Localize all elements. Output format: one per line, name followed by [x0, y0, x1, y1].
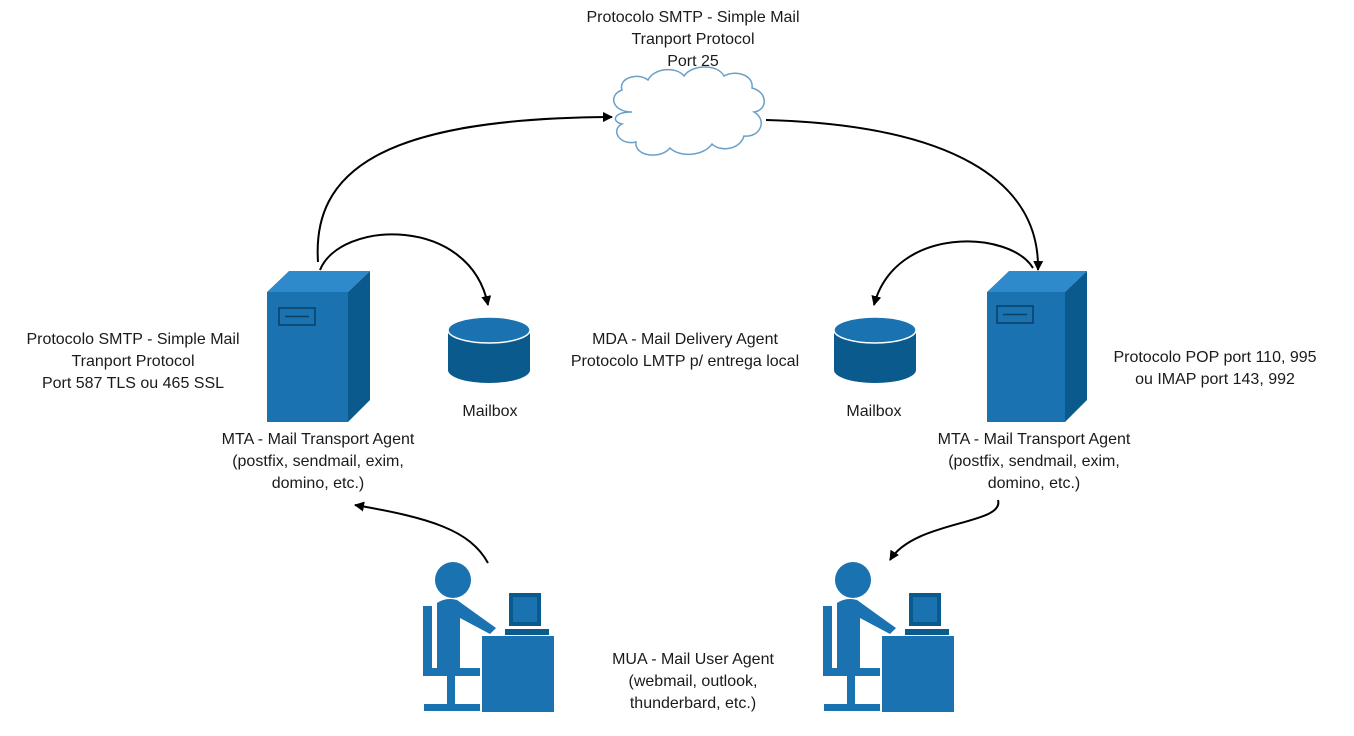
arrow-mta-to-mailbox-right — [871, 240, 1034, 306]
label-line: domino, etc.) — [987, 475, 1081, 492]
mta-label-left: MTA - Mail Transport Agent (postfix, sen… — [178, 429, 458, 495]
label-line: ou IMAP port 143, 992 — [1135, 371, 1295, 388]
label-line: thunderbard, etc.) — [629, 695, 757, 712]
smtp-cloud-label: Protocolo SMTP - Simple Mail Tranport Pr… — [543, 7, 843, 73]
mda-label: MDA - Mail Delivery Agent Protocolo LMTP… — [540, 329, 830, 373]
label-line: MTA - Mail Transport Agent — [937, 431, 1131, 448]
database-icon — [447, 316, 531, 383]
mailbox-label-right: Mailbox — [824, 401, 924, 423]
arrow-mua-to-mta — [354, 501, 489, 564]
label-line: MTA - Mail Transport Agent — [221, 431, 415, 448]
mailbox-label-left: Mailbox — [440, 401, 540, 423]
pop-imap-label: Protocolo POP port 110, 995 ou IMAP port… — [1090, 347, 1340, 391]
arrow-mta-to-mailbox-left — [319, 233, 492, 306]
label-line: Protocolo SMTP - Simple Mail — [26, 331, 240, 348]
server-icon — [267, 271, 370, 422]
label-line: MDA - Mail Delivery Agent — [592, 331, 778, 348]
mta-label-right: MTA - Mail Transport Agent (postfix, sen… — [894, 429, 1174, 495]
label-line: Tranport Protocol — [71, 353, 195, 370]
label-line: Port 25 — [667, 53, 719, 70]
label-line: Tranport Protocol — [631, 31, 755, 48]
server-icon — [987, 271, 1087, 422]
label-line: domino, etc.) — [271, 475, 365, 492]
label-line: Protocolo POP port 110, 995 — [1113, 349, 1317, 366]
mua-label: MUA - Mail User Agent (webmail, outlook,… — [563, 649, 823, 715]
user-at-computer-icon — [823, 562, 954, 712]
arrow-mta-to-mua — [889, 499, 1000, 561]
label-line: Port 587 TLS ou 465 SSL — [41, 375, 225, 392]
smtp-submission-label: Protocolo SMTP - Simple Mail Tranport Pr… — [3, 329, 263, 395]
arrow-mta-to-cloud — [316, 112, 613, 263]
arrow-cloud-to-mta — [765, 119, 1044, 271]
label-line: (postfix, sendmail, exim, — [232, 453, 404, 470]
cloud-icon — [612, 66, 765, 156]
label-line: Protocolo LMTP p/ entrega local — [570, 353, 800, 370]
label-line: Mailbox — [462, 403, 518, 420]
label-line: Protocolo SMTP - Simple Mail — [586, 9, 800, 26]
label-line: (webmail, outlook, — [628, 673, 758, 690]
database-icon — [833, 316, 917, 383]
user-at-computer-icon — [423, 562, 554, 712]
label-line: (postfix, sendmail, exim, — [948, 453, 1120, 470]
label-line: MUA - Mail User Agent — [612, 651, 774, 668]
label-line: Mailbox — [846, 403, 902, 420]
